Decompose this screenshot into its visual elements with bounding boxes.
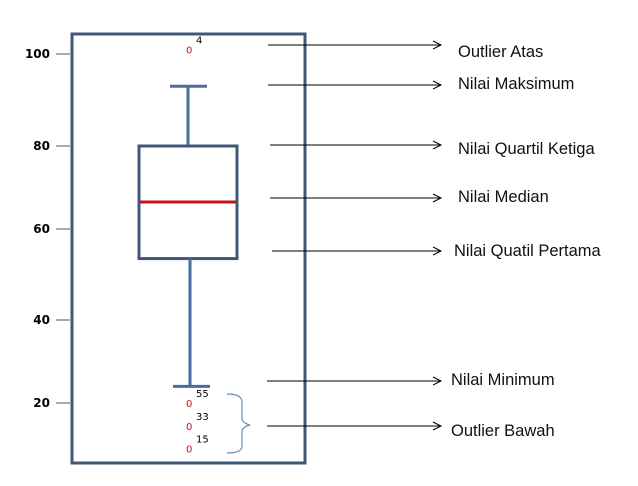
y-tick-label: 40 [33, 313, 50, 327]
annotation-label: Nilai Quartil Ketiga [458, 140, 595, 158]
outlier-marker: 0 [186, 445, 192, 456]
annotation-label: Nilai Minimum [451, 371, 555, 389]
arrow-head-icon [432, 80, 443, 90]
outlier-label: 33 [196, 412, 209, 423]
annotation-label: Nilai Maksimum [458, 75, 574, 93]
annotation-label: Nilai Quatil Pertama [454, 242, 602, 260]
outlier-marker: 0 [186, 422, 192, 433]
annotation-label: Outlier Bawah [451, 422, 555, 440]
arrow-head-icon [432, 193, 443, 203]
iqr-box [137, 144, 239, 261]
arrow-head-icon [432, 140, 443, 150]
y-tick-label: 100 [25, 47, 50, 61]
y-axis: 100 80 60 40 20 [25, 47, 70, 410]
y-tick-label: 60 [33, 222, 50, 236]
lower-outlier-brace [226, 393, 251, 454]
arrow-head-icon [432, 246, 443, 256]
outlier-label: 4 [196, 35, 202, 46]
outlier-label: 15 [196, 435, 209, 446]
arrow-head-icon [432, 376, 443, 386]
y-tick-label: 20 [33, 396, 50, 410]
outlier-marker: 0 [186, 45, 192, 56]
plot-frame [70, 32, 307, 465]
annotation-label: Nilai Median [458, 188, 549, 206]
y-tick-label: 80 [33, 139, 50, 153]
outlier-marker: 0 [186, 399, 192, 410]
arrow-head-icon [432, 421, 443, 431]
box-plot [137, 84, 239, 388]
annotation-label: Outlier Atas [458, 43, 543, 61]
outlier-label: 55 [196, 389, 209, 400]
arrow-head-icon [432, 40, 443, 50]
